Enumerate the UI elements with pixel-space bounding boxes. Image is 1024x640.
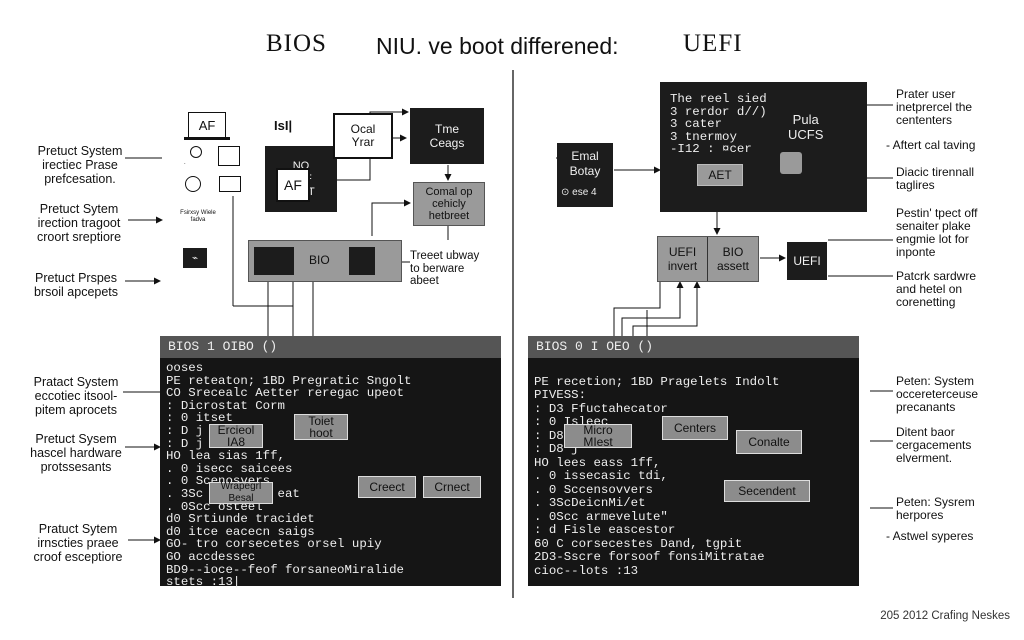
bios-title: BIOS [266, 30, 327, 57]
bios-terminal-line: d0 itce eacecn saigs [166, 524, 315, 539]
grid-icon [218, 146, 240, 166]
af-card-icon: AF [276, 168, 310, 202]
uefi-terminal-header: BIOS 0 I OEO () [528, 336, 859, 358]
bio-label: BIO [309, 253, 330, 267]
right-label-9: - Astwel syperes [886, 529, 974, 543]
cpu-icon [349, 247, 375, 275]
bios-chip-strip: BIO [248, 240, 402, 282]
uefi-terminal-line: 60 C corsecestes Dand, tgpit [534, 536, 743, 551]
bios-terminal-line: : D j [166, 436, 204, 451]
uefi-terminal-line: . 0 Sccensovvers [534, 482, 653, 497]
uefi-node-a: Micro MIest [564, 424, 632, 448]
bios-terminal-line: BD9--ioce--feof forsaneoMiralide [166, 562, 404, 577]
uefi-panel-line: The reel sied [670, 92, 767, 106]
bios-terminal-line: . 0 isecc saicees [166, 461, 293, 476]
uefi-terminal-line: . 0Scc armevelute" [534, 509, 668, 524]
uefi-terminal-line: HO lees eass 1ff, [534, 455, 661, 470]
uefi-invert: UEFI invert [658, 237, 708, 281]
small-caption: . [184, 160, 186, 166]
uefi-terminal-line: PE recetion; 1BD Pragelets Indolt [534, 374, 780, 389]
monitor-icon [219, 176, 241, 192]
left-label-1: Pretuct System irectiec Prase prefcesati… [37, 144, 123, 186]
footer-credit: 205 2012 Crafing Neskes [880, 610, 1010, 622]
bios-node-d: Crnect [423, 476, 481, 498]
bios-terminal-line: : 0 itset [166, 411, 233, 426]
uefi-terminal-line: . 0 issecasic tdi, [534, 469, 668, 483]
bios-terminal-line: ooses [166, 361, 204, 375]
center-divider [512, 70, 514, 598]
logo-icon [780, 152, 802, 174]
right-label-6: Peten: System occereterceuse precanants [896, 374, 979, 414]
bios-terminal-line: : D j [166, 424, 204, 438]
bio-assett: BIO assett [716, 245, 749, 273]
chip-icon: ⌁ [183, 248, 207, 268]
time-box: Tme Ceags [410, 108, 484, 164]
bios-terminal-line: GO- tro corsecetes orsel upiy [166, 537, 382, 552]
left-label-3: Pretuct Prspes brsoil apcepets [33, 271, 119, 299]
bar-icon: IsI| [274, 118, 293, 133]
right-label-2: - Aftert cal taving [886, 138, 976, 152]
bios-node-b: Toiet hoot [294, 414, 348, 440]
bios-terminal-line: CO Srecealc Aetter reregac upeot [166, 386, 404, 401]
left-label-4: Pratact System eccotiec itsool- pitem ap… [33, 375, 119, 417]
laptop-base-icon [184, 137, 230, 140]
uefi-panel-line: 3 tnermoy [670, 129, 737, 144]
email-label: Emal Botay [569, 149, 601, 178]
uefi-node-b: Centers [662, 416, 728, 440]
left-label-5: Pretuct Sysem hascel hardware protssesan… [30, 432, 122, 474]
uefi-terminal-line: : d Fisle eascestor [534, 523, 676, 537]
uefi-node-c: Conalte [736, 430, 802, 454]
uefi-bio-strip: UEFI invert BIO assett [657, 236, 759, 282]
bios-node-c: Creect [358, 476, 416, 498]
bios-terminal-line: stets :13| [166, 575, 241, 590]
aet-button[interactable]: AET [697, 164, 743, 186]
bios-terminal-line: : Dicrostat Corm [166, 398, 285, 413]
uefi-panel-line: -I12 : ¤cer [670, 142, 752, 156]
uefi-terminal-line: : D3 Ffuctahecator [534, 401, 668, 416]
laptop-icon: AF [188, 112, 226, 138]
left-label-2: Pretuct Sytem irection tragoot croort sr… [36, 202, 122, 244]
email-box: Emal Botay ⊙ ese 4 [557, 143, 613, 207]
icon-caption: Fsirxsy Wiele fadva [180, 210, 216, 223]
uefi-terminal-line: PIVESS: [534, 388, 587, 402]
uefi-title: UEFI [683, 30, 743, 57]
bios-terminal-line: PE reteaton; 1BD Pregratic Sngolt [166, 373, 412, 388]
email-sub: ⊙ ese 4 [561, 187, 597, 198]
right-label-7: Ditent baor cergacements elverment. [896, 425, 972, 465]
uefi-terminal-line: : D8 j [534, 442, 579, 456]
bios-terminal-header: BIOS 1 OIBO () [160, 336, 501, 358]
bios-terminal-line: HO lea sias 1ff, [166, 449, 285, 464]
bios-terminal-line: GO accdessec [166, 550, 256, 564]
uefi-panel [660, 82, 867, 212]
uefi-panel-line: 3 rerdor d//) [670, 104, 767, 119]
ocal-box: Ocal Yrar [333, 113, 393, 159]
bios-terminal: BIOS 1 OIBO () [160, 336, 501, 586]
uefi-node-d: Secendent [724, 480, 810, 502]
bios-node-a: Ercieol IA8 [209, 424, 263, 448]
right-label-5: Patcrk sardwre and hetel on corenetting [896, 269, 977, 309]
bios-terminal-line: d0 Srtiunde tracidet [166, 512, 315, 527]
clock-icon [190, 146, 202, 158]
pula-label: Pula UCFS [788, 112, 824, 142]
uefi-terminal-line: cioc--lots :13 [534, 563, 639, 578]
settings-icon [185, 176, 201, 192]
right-label-1: Prater user inetprercel the cententers [896, 87, 973, 127]
treeet-label: Treeet ubway to berware abeet [410, 250, 480, 287]
right-label-8: Peten: Sysrem herpores [896, 495, 975, 522]
uefi-terminal-line: . 3ScDeicnMi/et [534, 496, 646, 510]
comal-box: Comal op cehicly hetbreet [413, 182, 485, 226]
memory-grid-icon [254, 247, 294, 275]
comparison-title: NIU. ve boot differened: [376, 33, 619, 59]
uefi-box: UEFI [787, 242, 827, 280]
bios-node-e: Wrapegrl Besal [209, 481, 273, 504]
uefi-panel-line: 3 cater [670, 117, 723, 131]
right-label-3: Diacic tirennall taglires [896, 165, 975, 192]
right-label-4: Pestin' tpect off senaiter plake engmie … [896, 206, 978, 259]
uefi-terminal: BIOS 0 I OEO () [528, 336, 859, 586]
uefi-terminal-line: 2D3-Sscre forsoof fonsiMitratae [534, 550, 765, 564]
left-label-6: Pratuct Sytem irnscties praee croof esce… [33, 522, 123, 564]
